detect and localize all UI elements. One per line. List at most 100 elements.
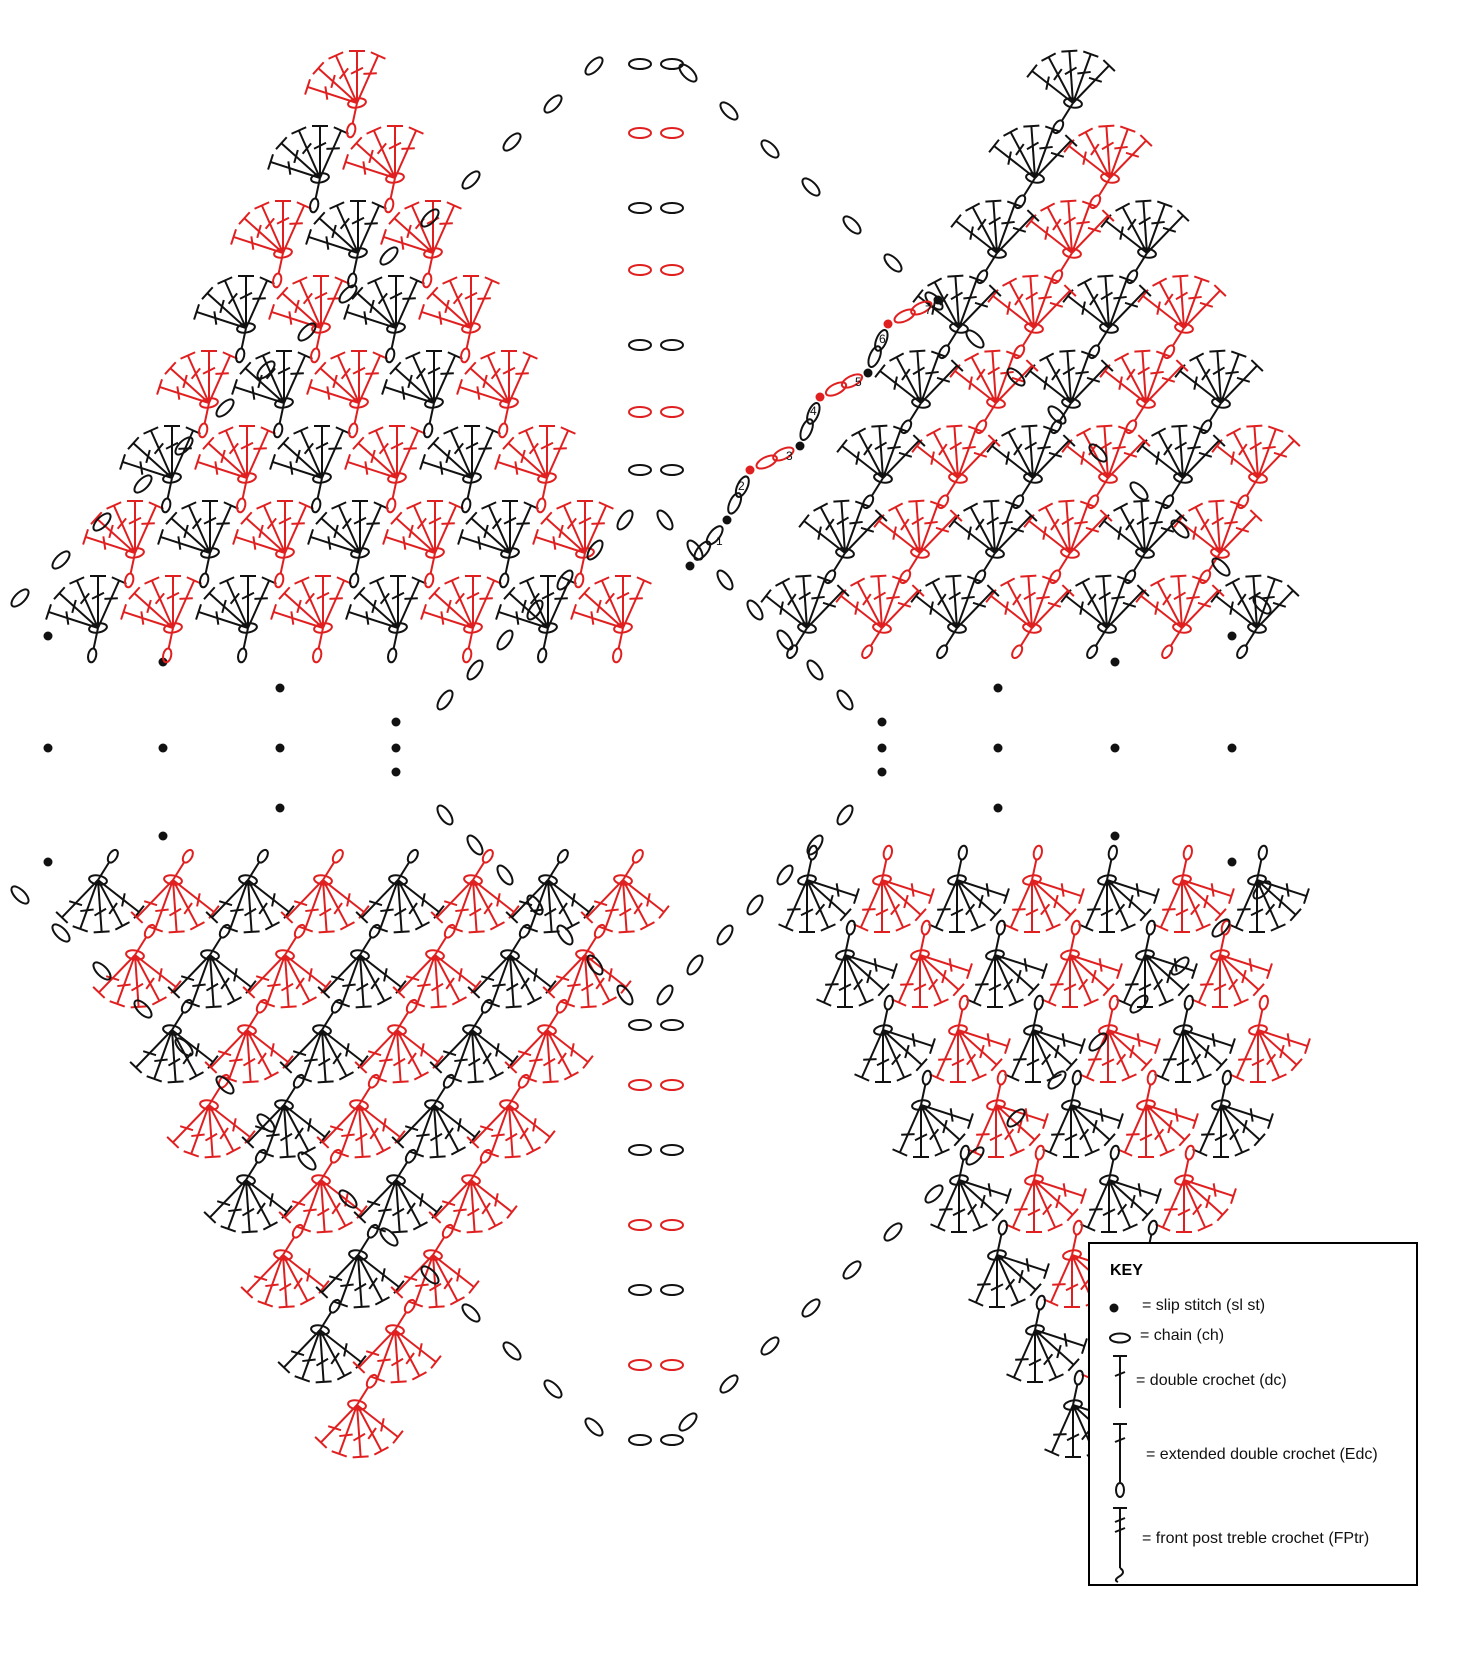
stitch-top <box>1076 427 1092 437</box>
chain-stitch <box>215 398 235 418</box>
stitch-tick <box>317 1057 331 1067</box>
fan-stem <box>579 552 586 575</box>
slip-stitch <box>391 743 401 753</box>
stitch-post <box>1177 576 1183 629</box>
stitch-top <box>1101 209 1115 222</box>
stitch-tick <box>258 524 264 539</box>
stitch-top <box>1133 499 1150 503</box>
stitch-post <box>844 954 885 991</box>
stitch-tick <box>440 611 445 625</box>
stitch-top <box>1229 1038 1236 1054</box>
stitch-tick <box>220 449 226 464</box>
slip-stitch <box>43 857 53 867</box>
fan-loop <box>405 998 418 1014</box>
stitch-tick <box>1250 908 1264 917</box>
stitch-tick <box>254 597 268 600</box>
fan-base <box>425 547 445 559</box>
stitch-post <box>359 1179 397 1219</box>
stitch-top <box>1117 1113 1124 1129</box>
stitch-tick <box>1156 301 1161 315</box>
fan-base <box>1099 322 1119 334</box>
fan-base <box>985 949 1005 961</box>
stitch-top <box>355 1005 372 1009</box>
stitch-post <box>187 505 211 554</box>
stitch-top <box>1287 434 1301 447</box>
stitch-tick <box>542 1057 556 1067</box>
slip-stitch <box>391 767 401 777</box>
stitch-tick <box>570 1043 575 1057</box>
stitch-post <box>282 442 323 479</box>
fan-base <box>461 1174 481 1186</box>
stitch-post <box>1104 276 1110 329</box>
stitch-tick <box>104 597 118 600</box>
stitch-top <box>1026 64 1038 78</box>
stitch-top <box>430 1355 442 1369</box>
stitch-top <box>1006 1373 1022 1382</box>
stitch-tick <box>270 1043 275 1057</box>
fan-base <box>1025 1324 1045 1336</box>
stitch-tick <box>1119 226 1124 240</box>
stitch-tick <box>332 1052 342 1065</box>
stitch-post <box>1050 1404 1074 1453</box>
stitch-tick <box>1100 291 1114 301</box>
stitch-top <box>1023 124 1040 128</box>
stitch-tick <box>629 597 643 600</box>
stitch-post <box>472 879 515 913</box>
chain-stitch <box>910 300 933 316</box>
chain-stitch <box>1047 405 1067 425</box>
stitch-tick <box>362 161 367 175</box>
stitch-tick <box>540 441 554 450</box>
stitch-top <box>217 276 233 285</box>
fan-base <box>275 949 295 961</box>
stitch-tick <box>354 1132 368 1142</box>
fan-loop <box>198 422 209 439</box>
chain-stitch <box>660 264 684 276</box>
stitch-tick <box>1200 518 1210 531</box>
stitch-post <box>1182 1029 1233 1048</box>
stitch-post <box>356 1404 399 1438</box>
stitch-tick <box>315 441 329 450</box>
stitch-top <box>204 1061 218 1074</box>
stitch-top <box>504 1155 521 1159</box>
stitch-tick <box>179 1125 194 1132</box>
stitch-tick <box>406 1202 416 1215</box>
fan-loop <box>1014 194 1027 210</box>
stitch-fan <box>307 500 389 589</box>
fan-base <box>872 622 892 634</box>
stitch-post <box>397 879 403 932</box>
stitch-top <box>914 908 927 922</box>
chain-stitch <box>338 1189 358 1209</box>
stitch-post <box>957 428 977 479</box>
fan-loop <box>1108 994 1119 1011</box>
stitch-top <box>353 1211 367 1224</box>
chain-stitch <box>628 464 652 476</box>
stitch-post <box>562 505 586 554</box>
fan-stem <box>547 860 561 881</box>
stitch-post <box>1195 356 1222 404</box>
stitch-tick <box>1102 1208 1116 1217</box>
fan-stem <box>242 627 249 650</box>
stitch-top <box>418 304 425 320</box>
stitch-top <box>1267 425 1284 433</box>
stitch-post <box>415 1104 435 1155</box>
stitch-post <box>1145 364 1183 404</box>
stitch-tick <box>230 908 244 913</box>
stitch-top <box>225 1146 241 1156</box>
stitch-top <box>128 586 141 600</box>
stitch-top <box>990 1058 1003 1072</box>
stitch-top <box>1113 502 1129 512</box>
fan-loop <box>1182 844 1193 861</box>
stitch-top <box>540 511 553 525</box>
fan-base <box>388 874 408 886</box>
stitch-top <box>443 426 459 435</box>
chain-stitch <box>824 381 848 397</box>
stitch-post <box>881 589 919 629</box>
fan-loop <box>845 919 856 936</box>
stitch-tick <box>305 908 319 913</box>
stitch-post <box>421 310 472 329</box>
stitch-tick <box>439 222 453 225</box>
stitch-tick <box>1018 1269 1024 1284</box>
fan-stem <box>204 552 211 575</box>
chain-stitch <box>526 599 544 621</box>
fan-loop <box>442 1073 455 1089</box>
